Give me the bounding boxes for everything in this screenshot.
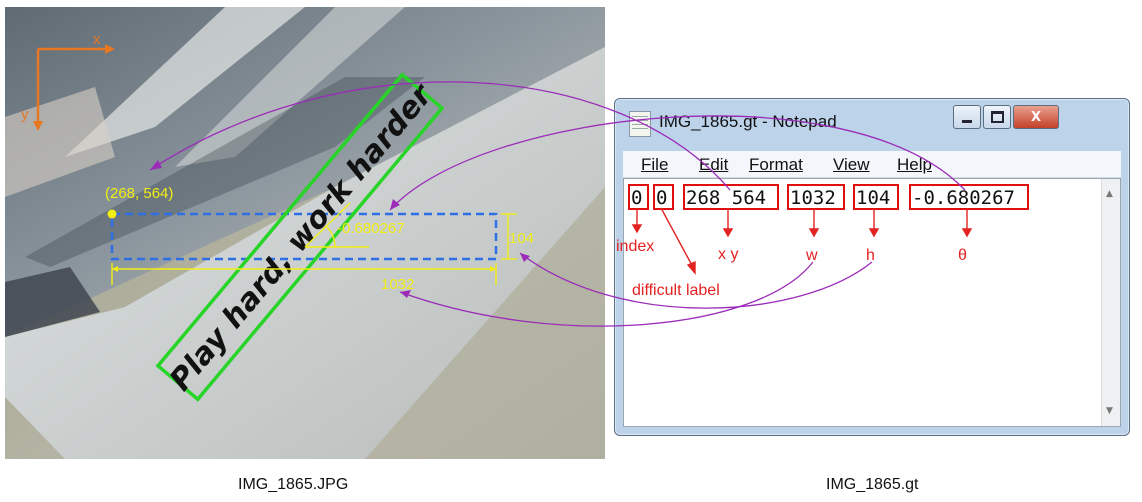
annotation-difficult-label: difficult label bbox=[632, 282, 720, 299]
angle-label: -0.680267 bbox=[337, 220, 405, 237]
maximize-icon bbox=[990, 111, 1004, 123]
annotation-xy: x y bbox=[718, 246, 739, 263]
vertical-scrollbar[interactable]: ▲ ▼ bbox=[1101, 179, 1120, 426]
width-label: 1032 bbox=[381, 276, 414, 293]
text-editor-area[interactable]: ▲ ▼ 0 0 268 564 1032 104 -0.680267 bbox=[623, 178, 1121, 427]
origin-point bbox=[107, 209, 117, 219]
scroll-up-icon[interactable]: ▲ bbox=[1106, 189, 1113, 199]
caption-photo: IMG_1865.JPG bbox=[238, 476, 349, 493]
annotation-theta: θ bbox=[958, 247, 967, 264]
field-arrows bbox=[631, 207, 973, 275]
window-title: IMG_1865.gt - Notepad bbox=[659, 112, 837, 131]
axis-aligned-box bbox=[110, 212, 498, 261]
point-label: (268, 564) bbox=[105, 185, 173, 202]
photo-panel: x y Play hard, work harder (268, 564) 10… bbox=[5, 7, 605, 459]
photo-illustration: x y Play hard, work harder (268, 564) 10… bbox=[5, 7, 605, 459]
notepad-window: IMG_1865.gt - Notepad X File Edit Format… bbox=[614, 98, 1130, 436]
caption-gt-file: IMG_1865.gt bbox=[826, 476, 919, 493]
minimize-button[interactable] bbox=[953, 105, 981, 129]
annotation-w: w bbox=[806, 247, 818, 264]
annotation-h: h bbox=[866, 247, 875, 264]
close-icon: X bbox=[1030, 109, 1042, 125]
axis-y-label: y bbox=[21, 106, 29, 123]
menu-file[interactable]: File bbox=[641, 155, 669, 174]
coordinate-axes: x y bbox=[21, 31, 115, 131]
minimize-icon bbox=[962, 119, 972, 123]
menu-edit[interactable]: Edit bbox=[699, 155, 729, 174]
menu-view[interactable]: View bbox=[833, 155, 870, 174]
scroll-down-icon[interactable]: ▼ bbox=[1106, 406, 1113, 416]
axis-x-label: x bbox=[93, 31, 101, 48]
notepad-app-icon bbox=[629, 111, 651, 137]
menu-help[interactable]: Help bbox=[897, 155, 932, 174]
height-label: 104 bbox=[509, 230, 534, 247]
menu-bar: File Edit Format View Help bbox=[623, 151, 1121, 178]
maximize-button[interactable] bbox=[983, 105, 1011, 129]
menu-format[interactable]: Format bbox=[749, 155, 803, 174]
close-button[interactable]: X bbox=[1013, 105, 1059, 129]
annotation-index: index bbox=[616, 238, 655, 255]
